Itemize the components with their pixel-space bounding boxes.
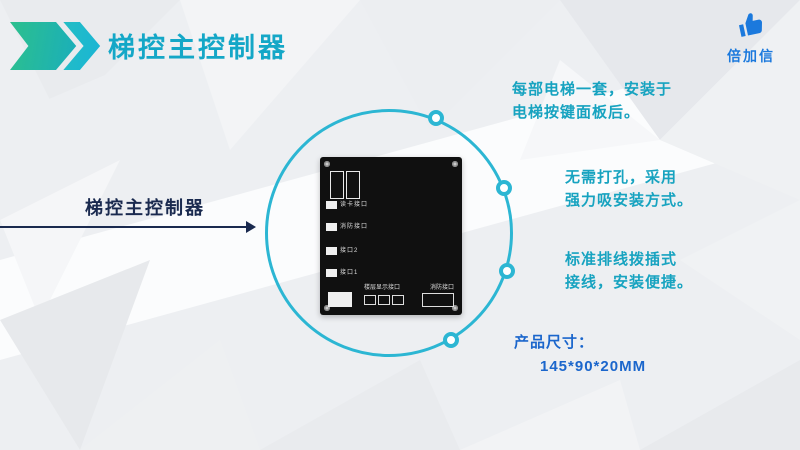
feature-bullet-2-line2: 强力吸安装方式。 <box>565 192 694 210</box>
screw-icon <box>324 161 330 167</box>
pointer-arrow <box>0 221 258 233</box>
pcb-pin-header <box>364 295 376 305</box>
brand-name: 倍加信 <box>727 48 775 64</box>
thumbs-up-icon <box>738 13 762 37</box>
screw-icon <box>324 305 330 311</box>
pcb-pin-header <box>378 295 390 305</box>
feature-bullet-2: 无需打孔，采用 强力吸安装方式。 <box>565 166 693 213</box>
circle-marker <box>443 332 459 348</box>
pcb-pin-header <box>392 295 404 305</box>
feature-circle <box>265 109 513 357</box>
product-size-value: 145*90*20MM <box>540 358 647 375</box>
pcb-port <box>326 269 337 277</box>
circle-marker <box>496 180 512 196</box>
screw-icon <box>452 161 458 167</box>
arrow-line <box>0 226 246 228</box>
pcb-port <box>326 247 337 255</box>
pcb-port-label: 消防接口 <box>340 224 369 230</box>
pcb-bottom-label: 楼层显示接口 <box>364 285 401 291</box>
feature-bullet-1-line2: 电梯按键面板后。 <box>512 104 641 122</box>
product-size: 产品尺寸： 145*90*20MM <box>514 331 646 379</box>
page-title: 梯控主控制器 <box>108 33 288 63</box>
pcb-port-label: 接口2 <box>340 248 359 254</box>
product-size-label: 产品尺寸： <box>514 334 595 351</box>
arrow-head-icon <box>246 221 256 233</box>
pcb-port-label: 接口1 <box>340 270 359 276</box>
feature-bullet-1: 每部电梯一套，安装于 电梯按键面板后。 <box>512 78 672 125</box>
pcb-connector <box>328 292 352 307</box>
pcb-port <box>326 223 337 231</box>
feature-bullet-2-line1: 无需打孔，采用 <box>565 169 678 186</box>
pcb-chip <box>346 171 360 199</box>
pcb-connector <box>422 293 454 307</box>
screw-icon <box>452 305 458 311</box>
pcb-port-label: 读卡接口 <box>340 202 369 208</box>
feature-bullet-3: 标准排线拨插式 接线，安装便捷。 <box>565 248 693 295</box>
feature-bullet-3-line1: 标准排线拨插式 <box>565 251 678 268</box>
circle-marker <box>499 263 515 279</box>
brand-logo: 倍加信 <box>716 8 786 66</box>
pcb-chip <box>330 171 344 199</box>
pcb-bottom-label: 消防接口 <box>429 285 454 291</box>
product-label: 梯控主控制器 <box>85 198 205 218</box>
circle-marker <box>428 110 444 126</box>
feature-bullet-1-line1: 每部电梯一套，安装于 <box>512 81 673 98</box>
feature-bullet-3-line2: 接线，安装便捷。 <box>565 274 694 292</box>
title-chevron-icon <box>10 22 102 70</box>
pcb-port <box>326 201 337 209</box>
pcb-product-image: 读卡接口 消防接口 接口2 接口1 楼层显示接口 消防接口 <box>320 157 462 315</box>
